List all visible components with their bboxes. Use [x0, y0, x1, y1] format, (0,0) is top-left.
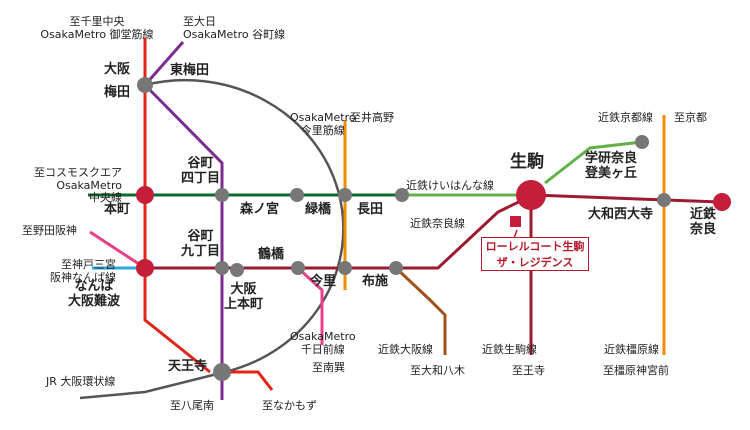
label-kashihara-dest: 至橿原神宮前	[603, 364, 669, 377]
label-kyoto-dest: 至京都	[674, 111, 707, 124]
station-label-tsuruhashi: 鶴橋	[258, 247, 285, 262]
label-ikoma-line: 近鉄生駒線	[482, 343, 537, 356]
label-sennichimae-dest: 至南巽	[312, 361, 345, 374]
station-label-namba: なんば 大阪難波	[68, 279, 121, 309]
nara-line-path	[145, 193, 721, 270]
station-dot-yamato-saidaiji	[657, 193, 671, 207]
station-dot-honmachi	[136, 186, 154, 204]
label-tanimachi-dest: 至大日 OsakaMetro 谷町線	[183, 15, 286, 41]
station-label-tanimachi4: 谷町 四丁目	[181, 156, 221, 186]
osaka-line-path	[394, 266, 447, 355]
label-sennichimae-line: OsakaMetro 千日前線	[290, 330, 356, 356]
label-ikoma-dest: 至王寺	[512, 364, 545, 377]
station-label-uehonmachi: 大阪 上本町	[224, 282, 264, 312]
label-noda-dest: 至野田阪神	[22, 224, 77, 237]
label-kyoto-line: 近鉄京都線	[598, 111, 653, 124]
station-label-fuse: 布施	[362, 274, 389, 289]
label-yao-dest: 至八尾南	[170, 399, 214, 412]
property-callout: ローレルコート生駒 ザ・レジデンス	[481, 237, 589, 271]
station-label-yamato-saidaiji: 大和西大寺	[588, 207, 654, 222]
kyoto-line-path	[544, 140, 643, 185]
nakamozu-branch-path	[225, 370, 274, 391]
station-label-nagata: 長田	[357, 202, 384, 217]
property-marker	[510, 216, 521, 227]
station-dot-tennoji	[213, 363, 231, 381]
label-hanshin-dest: 至神戸三宮 阪神なんば線	[50, 258, 116, 284]
tanimachi-line-path	[142, 41, 224, 400]
label-keihanna-line: 近鉄けいはんな線	[406, 179, 494, 192]
station-dot-fuse	[389, 261, 403, 275]
station-dot-kintetsu-nara	[713, 193, 731, 211]
station-dot-ikoma	[516, 180, 546, 210]
station-dot-midoribashi	[338, 188, 352, 202]
station-dot-tsuruhashi	[291, 261, 305, 275]
station-dot-morinomiya	[290, 188, 304, 202]
station-dot-gakken	[635, 135, 649, 149]
station-label-honmachi: 本町	[104, 202, 131, 217]
station-label-kintetsu-nara: 近鉄 奈良	[690, 207, 717, 237]
station-label-morinomiya: 森ノ宮	[240, 202, 280, 217]
station-label-midoribashi: 緑橋	[305, 202, 332, 217]
label-loop-line: JR 大阪環状線	[46, 375, 116, 388]
label-kashihara-line: 近鉄橿原線	[604, 343, 659, 356]
station-label-higashi-umeda: 東梅田	[170, 63, 210, 78]
station-label-gakken: 学研奈良 登美ヶ丘	[585, 151, 638, 181]
label-osaka-line: 近鉄大阪線	[378, 343, 433, 356]
station-label-osaka: 大阪 梅田	[104, 62, 131, 100]
station-dot-namba	[136, 259, 154, 277]
loop-line-west-path	[79, 370, 226, 400]
station-label-tanimachi9: 谷町 九丁目	[181, 229, 221, 259]
station-dot-uehonmachi	[230, 263, 244, 277]
station-dot-osaka	[137, 77, 153, 93]
label-chuo-dest: 至コスモスクエア OsakaMetro 中央線	[34, 166, 122, 205]
station-dot-tanimachi4	[215, 188, 229, 202]
label-nakamozu-dest: 至なかもず	[262, 399, 317, 412]
label-nara-line: 近鉄奈良線	[410, 217, 465, 230]
station-dot-imazato	[338, 261, 352, 275]
label-igano-dest: 至井高野	[350, 111, 394, 124]
midosuji-line-path	[143, 38, 211, 374]
station-dot-tanimachi9	[215, 261, 229, 275]
station-label-ikoma: 生駒	[510, 152, 544, 172]
loop-line-path	[144, 78, 345, 374]
station-label-tennoji: 天王寺	[168, 359, 208, 374]
label-imazato-dest: OsakaMetro 今里筋線	[290, 111, 356, 137]
station-label-imazato: 今里	[310, 274, 337, 289]
callout-pointer	[513, 229, 518, 239]
station-dot-nagata	[395, 188, 409, 202]
label-midosuji-dest: 至千里中央 OsakaMetro 御堂筋線	[40, 15, 154, 41]
label-osaka-dest: 至大和八木	[410, 364, 465, 377]
